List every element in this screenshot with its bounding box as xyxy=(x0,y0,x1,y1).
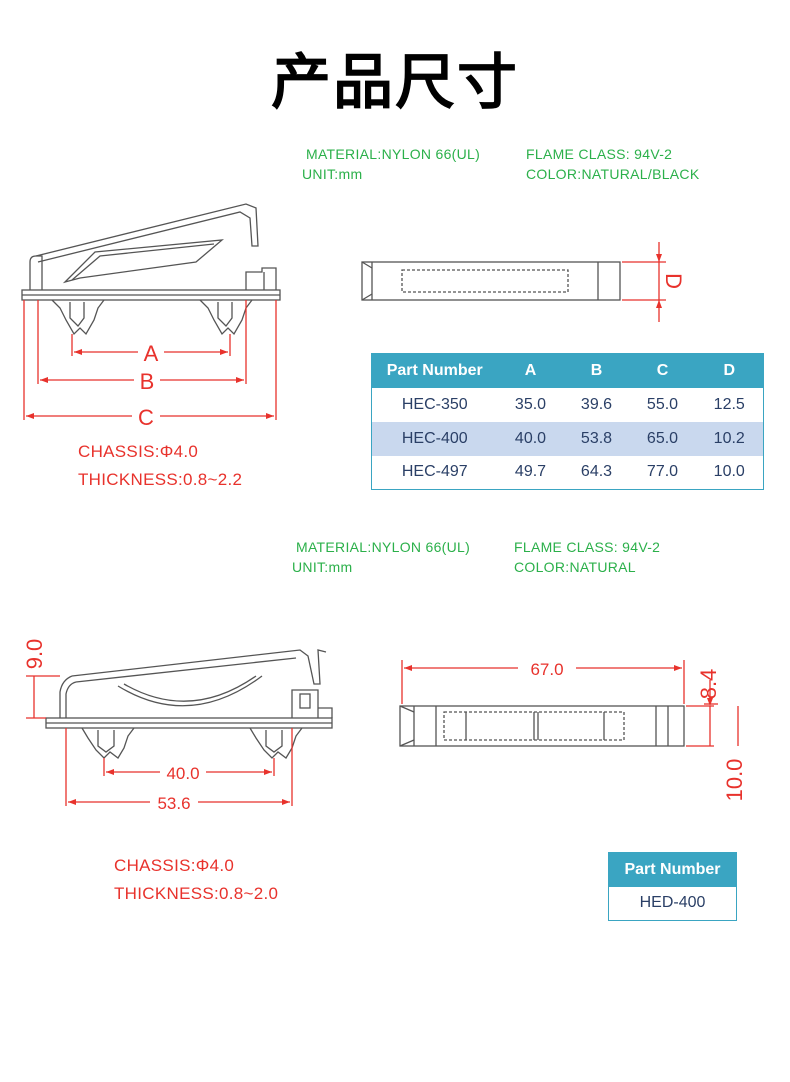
part-number-table-top: Part Number A B C D HEC-350 35.0 39.6 55… xyxy=(371,353,764,490)
color-spec-bottom: COLOR:NATURAL xyxy=(514,559,636,575)
table-cell: 65.0 xyxy=(629,421,696,456)
table-cell: HEC-497 xyxy=(401,463,468,481)
table-cell: 49.7 xyxy=(514,463,547,481)
dim-40-label: 40.0 xyxy=(166,764,199,783)
thickness-spec: THICKNESS:0.8~2.2 xyxy=(78,470,243,489)
chassis-spec-bottom: CHASSIS:Φ4.0 xyxy=(114,856,235,875)
table-cell: HED-400 xyxy=(639,894,706,912)
top-view-drawing-top xyxy=(361,261,621,301)
table-cell: 10.2 xyxy=(695,421,764,456)
flame-class-spec: FLAME CLASS: 94V-2 xyxy=(526,146,673,162)
table-header: Part Number xyxy=(608,852,737,887)
dim-53-label: 53.6 xyxy=(157,794,190,813)
table-cell: 39.6 xyxy=(580,395,613,413)
unit-spec-bottom: UNIT:mm xyxy=(292,559,353,575)
table-cell: 64.3 xyxy=(580,463,613,481)
table-header: Part Number xyxy=(371,353,498,388)
table-header: A xyxy=(497,353,564,388)
dim-width-label: 8.4 xyxy=(696,669,721,700)
table-cell: 12.5 xyxy=(713,395,745,413)
color-spec: COLOR:NATURAL/BLACK xyxy=(526,166,700,182)
dim-d-label: D xyxy=(661,273,686,289)
thickness-spec-bottom: THICKNESS:0.8~2.0 xyxy=(114,884,279,903)
table-row: HEC-350 35.0 39.6 55.0 12.5 xyxy=(372,388,764,422)
top-view-drawing-bottom xyxy=(399,705,685,747)
dim-c-label: C xyxy=(138,405,154,430)
table-cell: 10.0 xyxy=(713,463,745,481)
table-cell: 35.0 xyxy=(514,395,547,413)
unit-spec: UNIT:mm xyxy=(302,166,363,182)
table-header: C xyxy=(629,353,696,388)
table-row: HEC-400 40.0 53.8 65.0 10.2 xyxy=(371,421,764,456)
material-spec-bottom: MATERIAL:NYLON 66(UL) xyxy=(296,539,471,555)
table-row: HEC-497 49.7 64.3 77.0 10.0 xyxy=(372,456,764,490)
table-header: B xyxy=(563,353,630,388)
table-header: D xyxy=(695,353,764,388)
material-spec: MATERIAL:NYLON 66(UL) xyxy=(306,146,481,162)
page-title: 产品尺寸 xyxy=(271,48,519,118)
part-number-table-bottom: Part Number HED-400 xyxy=(608,852,737,921)
table-cell: 53.8 xyxy=(563,421,630,456)
dim-depth-label: 10.0 xyxy=(722,759,747,802)
table-cell: HEC-350 xyxy=(401,395,468,413)
table-row: HED-400 xyxy=(609,887,737,921)
dim-a-label: A xyxy=(144,341,159,366)
table-cell: HEC-400 xyxy=(371,421,498,456)
dim-height-label: 9.0 xyxy=(22,639,47,670)
chassis-spec: CHASSIS:Φ4.0 xyxy=(78,442,199,461)
dim-length-label: 67.0 xyxy=(530,660,563,679)
table-cell: 55.0 xyxy=(646,395,679,413)
dim-b-label: B xyxy=(140,369,155,394)
flame-class-spec-bottom: FLAME CLASS: 94V-2 xyxy=(514,539,661,555)
table-cell: 77.0 xyxy=(646,463,679,481)
table-cell: 40.0 xyxy=(497,421,564,456)
